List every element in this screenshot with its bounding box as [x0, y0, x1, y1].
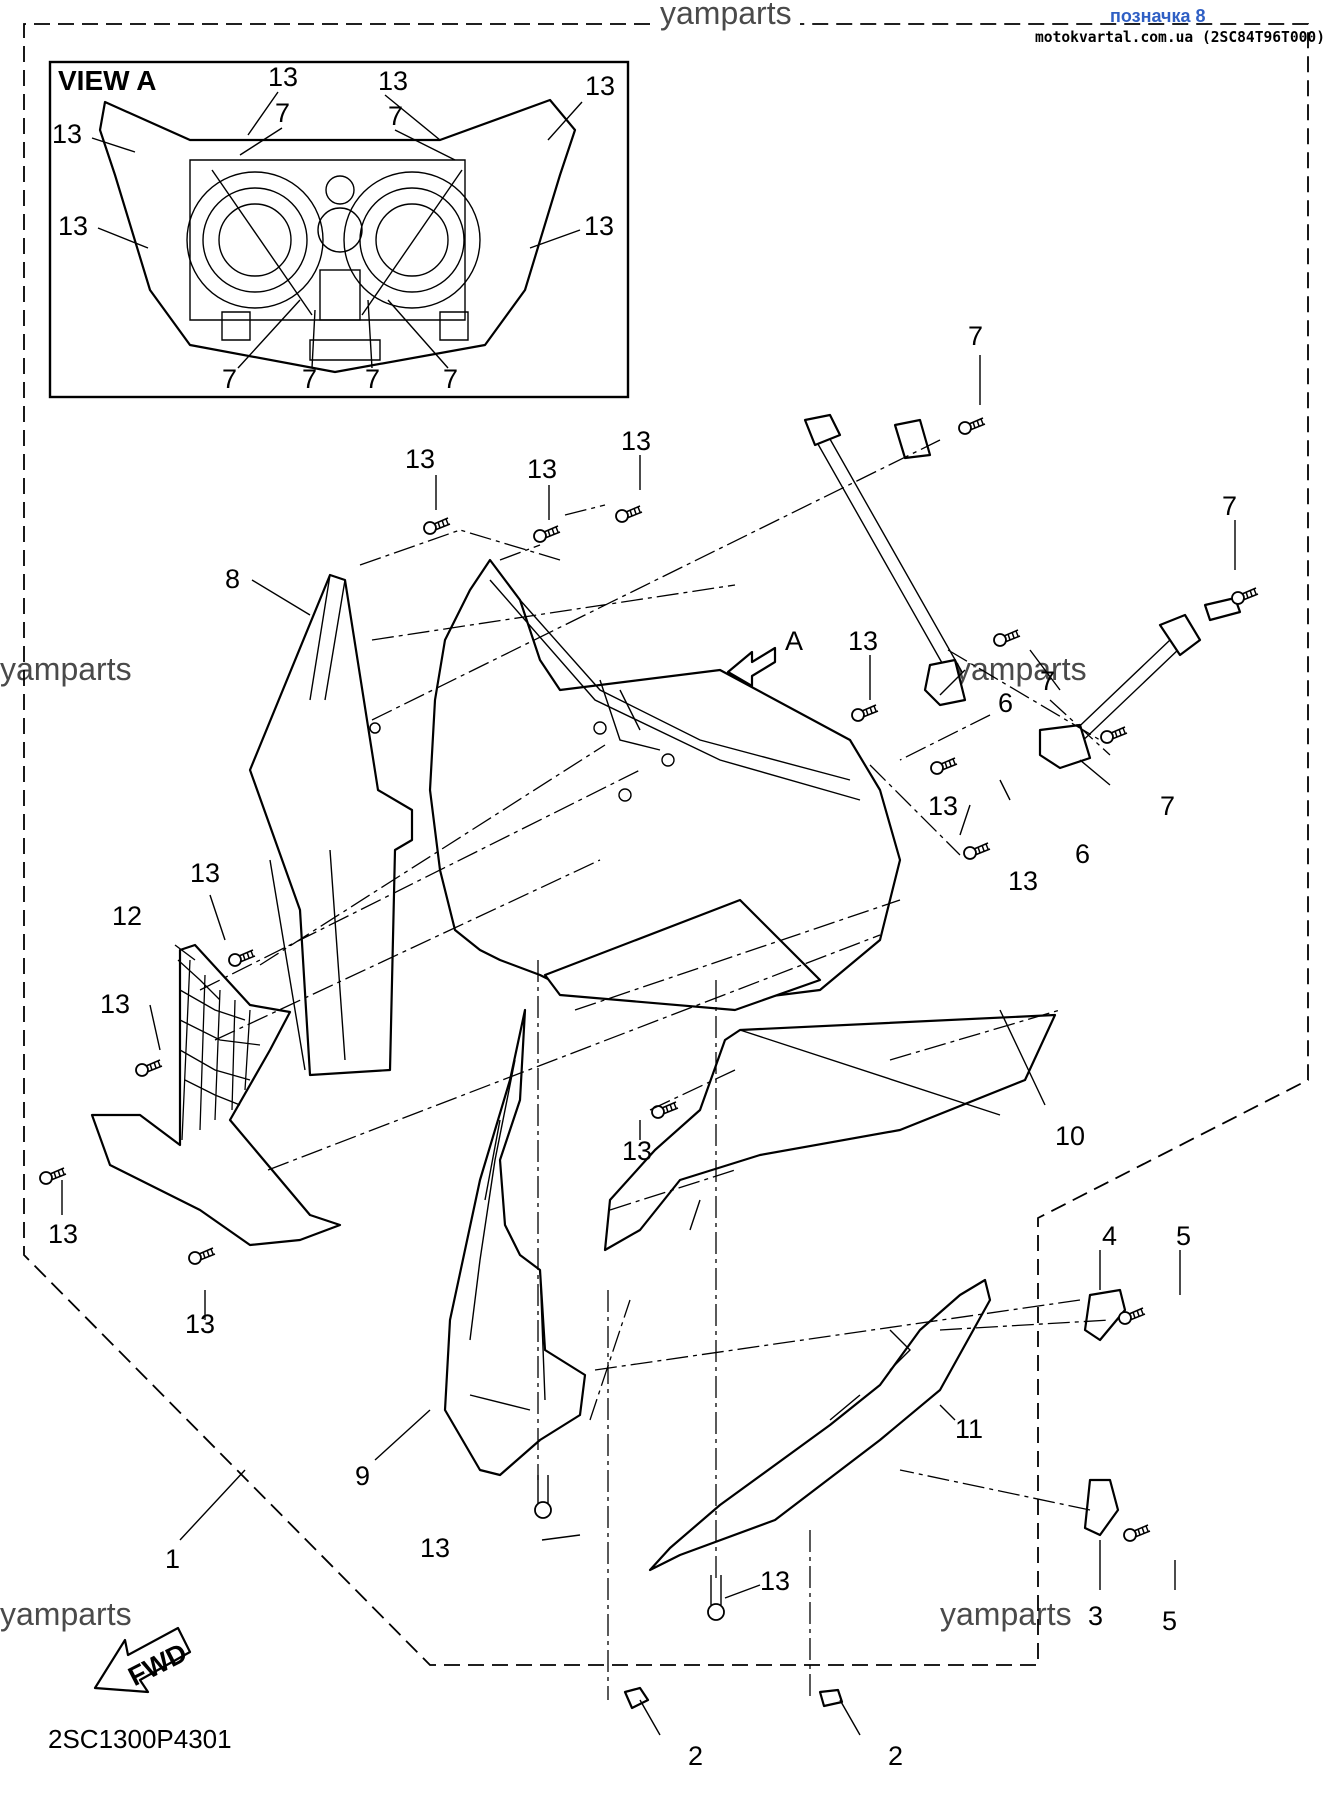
callout-13: 13	[760, 1566, 790, 1596]
callout-8: 8	[225, 564, 240, 594]
callout-6: 6	[1075, 839, 1090, 869]
part-12-inner-duct	[90, 943, 342, 1247]
callout-13: 13	[58, 211, 88, 241]
badge-source: motokvartal.com.ua (2SC84T96T000)	[1035, 28, 1325, 46]
callout-leaders	[61, 355, 1236, 1736]
fwd-arrow-icon: FWD	[93, 1626, 192, 1694]
callout-13: 13	[622, 1136, 652, 1166]
callout-13: 13	[405, 444, 435, 474]
headlight-rear-view	[98, 98, 577, 374]
part-2-nut-right	[818, 1688, 844, 1708]
callout-2: 2	[688, 1741, 703, 1771]
view-a-callouts: 13 13 13 13 13 13 7 7 7 7 7 7	[52, 62, 615, 394]
headlight-housing: A	[428, 558, 902, 1012]
callout-7: 7	[365, 364, 380, 394]
part-8-lens-cover	[248, 573, 414, 1077]
callout-13: 13	[185, 1309, 215, 1339]
part-2-nut-left	[623, 1686, 650, 1710]
part-9-side-cowl	[443, 1008, 587, 1477]
watermark-top: yamparts	[660, 0, 792, 31]
callout-11: 11	[955, 1414, 983, 1444]
callout-13: 13	[585, 71, 615, 101]
callout-13: 13	[268, 62, 298, 92]
callout-7: 7	[302, 364, 317, 394]
callout-13: 13	[527, 454, 557, 484]
callout-7: 7	[388, 101, 403, 131]
callout-13: 13	[48, 1219, 78, 1249]
view-arrow-label: A	[785, 626, 803, 656]
callout-1: 1	[165, 1544, 180, 1574]
callout-13: 13	[584, 211, 614, 241]
callout-13: 13	[100, 989, 130, 1019]
part-6-adjuster-upper	[803, 413, 967, 707]
part-callouts: 7 7 7 7 13 13 13 13 13 13 13 13 13 13 13…	[48, 321, 1237, 1771]
callout-13: 13	[1008, 866, 1038, 896]
callout-13: 13	[621, 426, 651, 456]
view-a-arrow-icon	[726, 646, 777, 688]
callout-7: 7	[968, 321, 983, 351]
callout-7: 7	[443, 364, 458, 394]
drawing-code: 2SC1300P4301	[48, 1724, 232, 1754]
assembly-boundary	[23, 23, 1309, 1666]
callout-12: 12	[112, 901, 142, 931]
part-6-adjuster-lower	[1038, 596, 1242, 770]
watermark-mid-right: yamparts	[955, 651, 1087, 687]
part-10-side-panel	[603, 1013, 1057, 1252]
callout-13: 13	[378, 66, 408, 96]
callout-5: 5	[1162, 1606, 1177, 1636]
callout-2: 2	[888, 1741, 903, 1771]
callout-4: 4	[1102, 1221, 1117, 1251]
part-11-lower-panel	[648, 1278, 992, 1572]
callout-13: 13	[420, 1533, 450, 1563]
part-4-clip	[1083, 1288, 1127, 1342]
callout-7: 7	[1040, 666, 1055, 696]
callout-7: 7	[1160, 791, 1175, 821]
callout-13: 13	[190, 858, 220, 888]
vertical-screws	[534, 1475, 725, 1621]
callout-7: 7	[275, 98, 290, 128]
alignment-lines	[199, 439, 1111, 1700]
callout-10: 10	[1055, 1121, 1085, 1151]
callout-3: 3	[1088, 1601, 1103, 1631]
callout-13: 13	[928, 791, 958, 821]
watermark-bottom-left: yamparts	[0, 1596, 132, 1632]
view-a-label: VIEW A	[58, 65, 157, 96]
watermark-left: yamparts	[0, 651, 132, 687]
callout-5: 5	[1176, 1221, 1191, 1251]
callout-7: 7	[1222, 491, 1237, 521]
callout-9: 9	[355, 1461, 370, 1491]
part-3-clip	[1083, 1478, 1120, 1537]
badge-title: позначка 8	[1110, 6, 1206, 26]
callout-13: 13	[848, 626, 878, 656]
watermark-bottom-right: yamparts	[940, 1596, 1072, 1632]
callout-13: 13	[52, 119, 82, 149]
callout-7: 7	[222, 364, 237, 394]
callout-6: 6	[998, 688, 1013, 718]
